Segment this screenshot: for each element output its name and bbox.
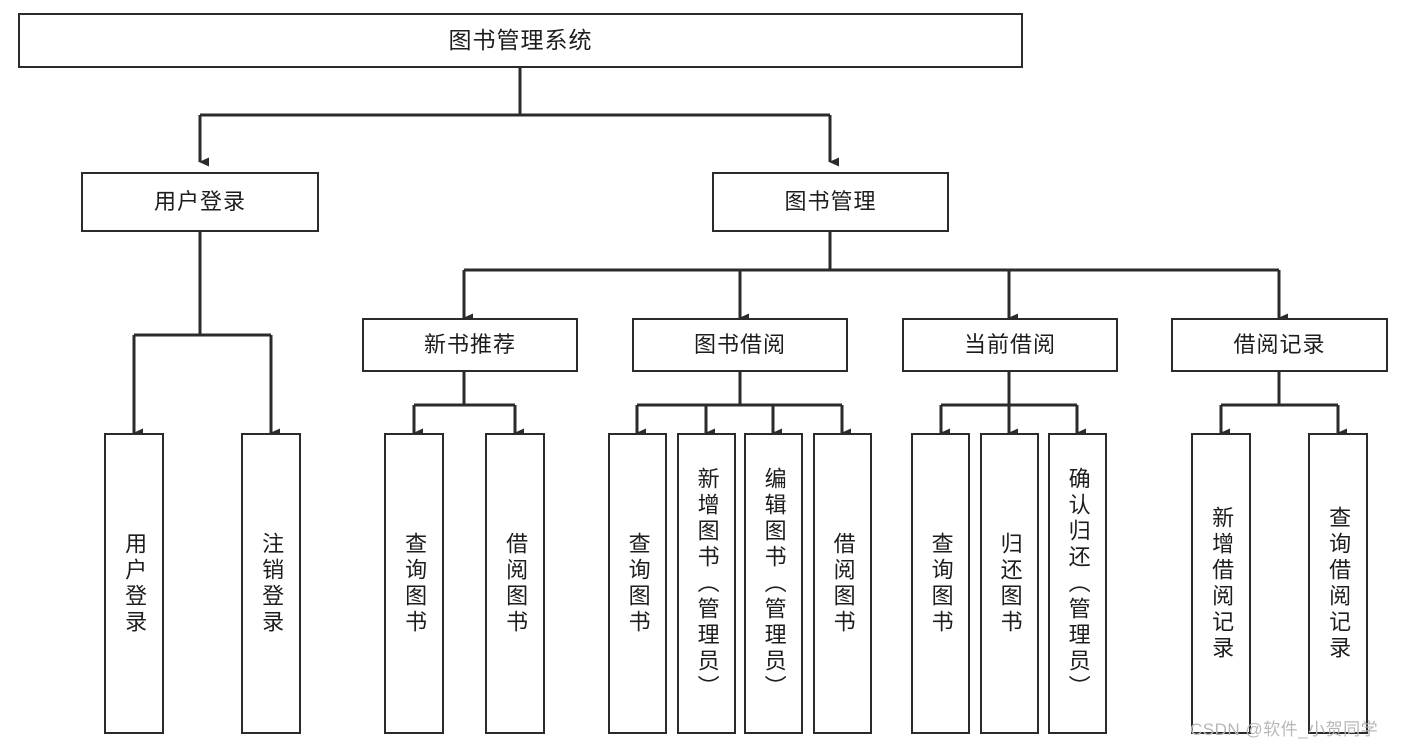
- node-label: 新增图书（管理员）: [694, 466, 720, 701]
- node-new-book-recommend[interactable]: 新书推荐: [362, 318, 578, 372]
- node-label: 查询图书: [402, 531, 428, 636]
- node-current-borrow[interactable]: 当前借阅: [902, 318, 1118, 372]
- node-label: 借阅图书: [503, 531, 529, 636]
- node-label: 编辑图书（管理员）: [761, 466, 787, 701]
- node-label: 图书管理系统: [448, 26, 593, 53]
- node-leaf-logout[interactable]: 注销登录: [241, 433, 301, 734]
- node-leaf-confirm-return-admin[interactable]: 确认归还（管理员）: [1048, 433, 1107, 734]
- node-user-login[interactable]: 用户登录: [81, 172, 319, 232]
- node-label: 新书推荐: [423, 331, 516, 357]
- node-label: 查询借阅记录: [1326, 505, 1352, 662]
- node-leaf-borrow-book-recommend[interactable]: 借阅图书: [485, 433, 545, 734]
- node-book-management[interactable]: 图书管理: [712, 172, 949, 232]
- node-leaf-edit-book-admin[interactable]: 编辑图书（管理员）: [744, 433, 803, 734]
- node-leaf-query-book-borrow[interactable]: 查询图书: [608, 433, 667, 734]
- node-label: 当前借阅: [963, 331, 1056, 357]
- node-label: 图书借阅: [693, 331, 786, 357]
- node-label: 注销登录: [259, 531, 285, 636]
- node-label: 借阅记录: [1233, 331, 1326, 357]
- node-label: 借阅图书: [830, 531, 856, 636]
- node-leaf-query-book-current[interactable]: 查询图书: [911, 433, 970, 734]
- csdn-watermark: CSDN @软件_小贺同学: [1190, 720, 1379, 739]
- node-label: 新增借阅记录: [1209, 505, 1235, 662]
- node-leaf-user-login[interactable]: 用户登录: [104, 433, 164, 734]
- node-leaf-borrow-book-borrow[interactable]: 借阅图书: [813, 433, 872, 734]
- node-label: 查询图书: [625, 531, 651, 636]
- node-label: 归还图书: [997, 531, 1023, 636]
- node-label: 确认归还（管理员）: [1065, 466, 1091, 701]
- node-borrow-record[interactable]: 借阅记录: [1171, 318, 1388, 372]
- node-book-borrow[interactable]: 图书借阅: [632, 318, 848, 372]
- node-root-system[interactable]: 图书管理系统: [18, 13, 1023, 68]
- node-label: 用户登录: [122, 531, 148, 636]
- node-leaf-add-book-admin[interactable]: 新增图书（管理员）: [677, 433, 736, 734]
- node-label: 查询图书: [928, 531, 954, 636]
- node-leaf-return-book[interactable]: 归还图书: [980, 433, 1039, 734]
- node-label: 图书管理: [784, 188, 877, 214]
- node-leaf-add-borrow-record[interactable]: 新增借阅记录: [1191, 433, 1251, 734]
- node-label: 用户登录: [153, 188, 246, 214]
- node-leaf-query-book-recommend[interactable]: 查询图书: [384, 433, 444, 734]
- node-leaf-query-borrow-record[interactable]: 查询借阅记录: [1308, 433, 1368, 734]
